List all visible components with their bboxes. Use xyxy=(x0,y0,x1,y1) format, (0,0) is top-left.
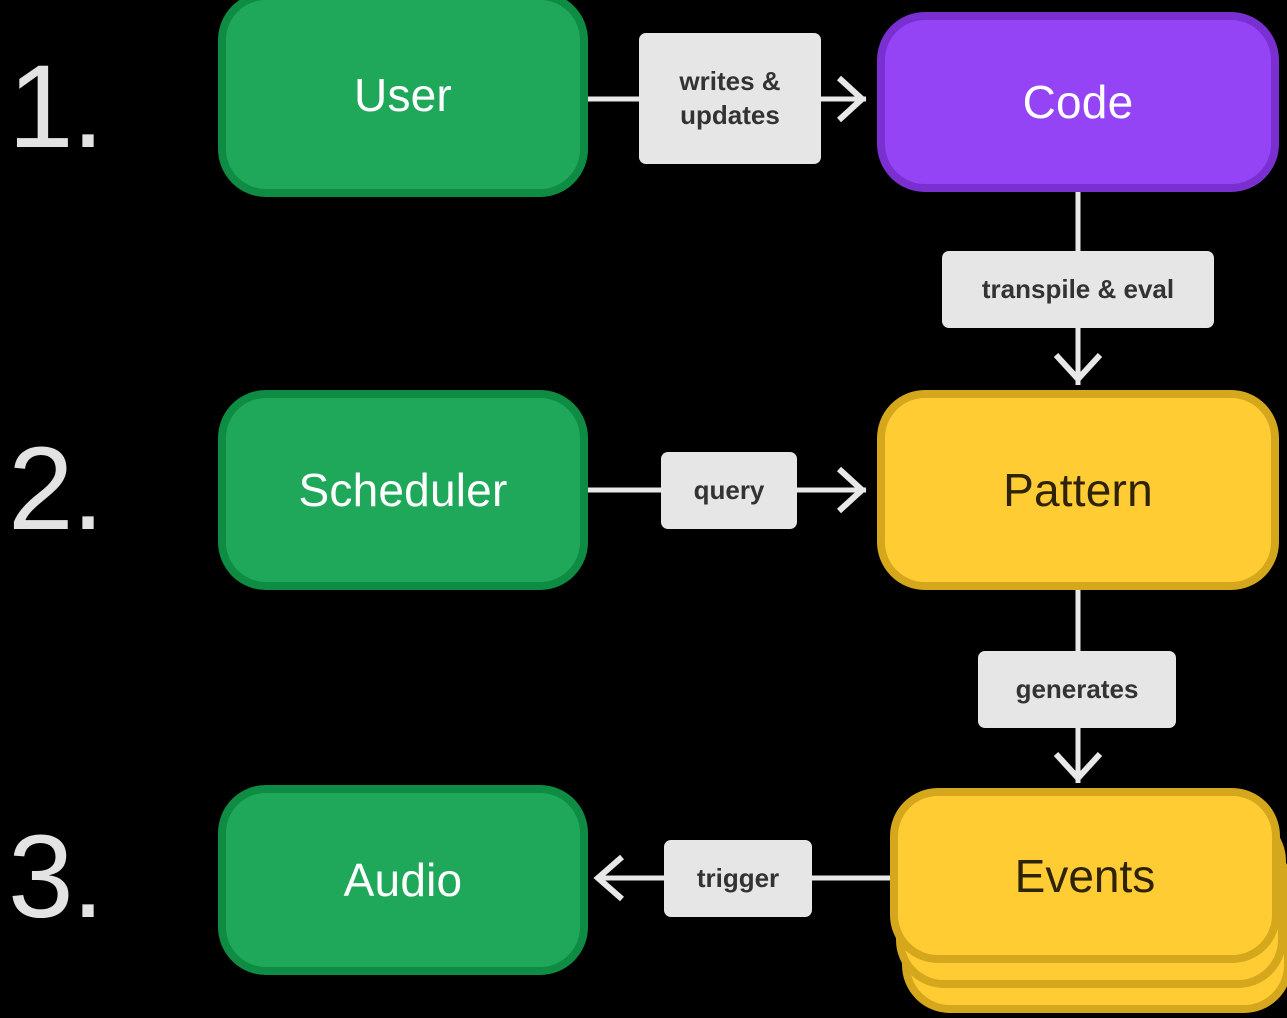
node-scheduler[interactable]: Scheduler xyxy=(218,390,588,590)
step-number-3: 3. xyxy=(8,811,104,943)
step-number-1: 1. xyxy=(8,41,104,173)
node-user[interactable]: User xyxy=(218,0,588,197)
node-code-label: Code xyxy=(1022,76,1134,128)
edge-label-transpile-eval-text: transpile & eval xyxy=(981,273,1175,304)
edge-label-transpile-eval: transpile & eval xyxy=(942,251,1214,328)
node-code[interactable]: Code xyxy=(877,12,1279,192)
edge-label-generates-text: generates xyxy=(1015,673,1139,704)
step-number-2: 2. xyxy=(8,423,104,555)
node-events-stack[interactable]: Events xyxy=(890,788,1287,1018)
edge-label-query-text: query xyxy=(693,474,765,505)
edge-label-trigger: trigger xyxy=(664,840,812,917)
edge-label-generates: generates xyxy=(978,651,1176,728)
node-audio-label: Audio xyxy=(343,854,463,906)
edge-label-writes-updates: writes & updates xyxy=(639,33,821,164)
edge-label-trigger-text: trigger xyxy=(696,862,780,893)
node-pattern-label: Pattern xyxy=(1003,464,1153,516)
node-scheduler-label: Scheduler xyxy=(298,464,508,516)
edge-label-query: query xyxy=(661,452,797,529)
node-events-label: Events xyxy=(1014,849,1156,902)
edge-label-writes-updates-text: writes & updates xyxy=(679,65,781,130)
node-audio[interactable]: Audio xyxy=(218,785,588,975)
node-user-label: User xyxy=(354,68,452,121)
node-events[interactable]: Events xyxy=(890,788,1280,963)
node-pattern[interactable]: Pattern xyxy=(877,390,1279,590)
